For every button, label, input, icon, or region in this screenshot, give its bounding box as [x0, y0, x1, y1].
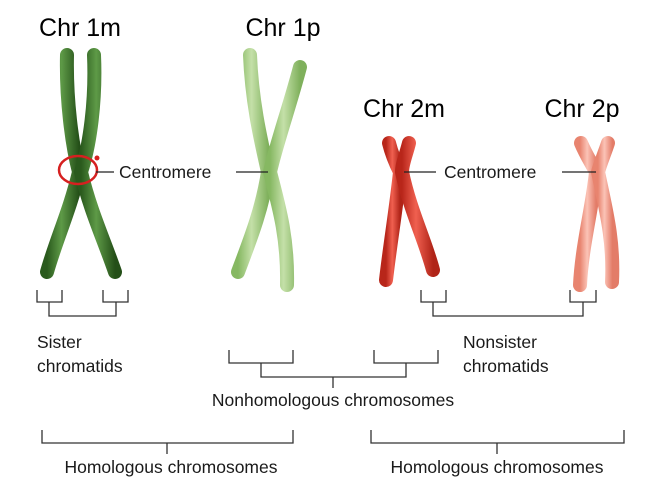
chromosome-2m — [379, 136, 440, 287]
centromere-label-1: Centromere — [119, 162, 211, 182]
chromosome-2p — [573, 136, 620, 292]
nonsister-chromatids-label-line1: Nonsister — [463, 332, 537, 352]
homologous-bracket-2 — [370, 430, 625, 454]
annotation-dot — [94, 155, 100, 161]
chromosome-title-2p: Chr 2p — [544, 95, 619, 123]
chromosome-1m — [40, 48, 122, 279]
homologous-bracket-1 — [41, 430, 294, 454]
centromere-highlight-circle — [57, 154, 99, 186]
homologous-label-1: Homologous chromosomes — [64, 457, 277, 477]
nonsister-chromatids-bracket — [420, 290, 597, 317]
nonhomologous-label: Nonhomologous chromosomes — [212, 390, 454, 410]
chromosome-title-2m: Chr 2m — [363, 95, 445, 123]
chromosome-title-1m: Chr 1m — [39, 14, 121, 42]
chromosome-title-1p: Chr 1p — [245, 14, 320, 42]
chromosome-1p — [231, 48, 307, 292]
homologous-label-2: Homologous chromosomes — [390, 457, 603, 477]
sister-chromatids-bracket — [36, 290, 129, 317]
centromere-label-2: Centromere — [444, 162, 536, 182]
sister-chromatids-label-line2: chromatids — [37, 356, 123, 376]
nonsister-chromatids-label-line2: chromatids — [463, 356, 549, 376]
nonhomologous-bracket — [228, 350, 439, 388]
sister-chromatids-label-line1: Sister — [37, 332, 82, 352]
